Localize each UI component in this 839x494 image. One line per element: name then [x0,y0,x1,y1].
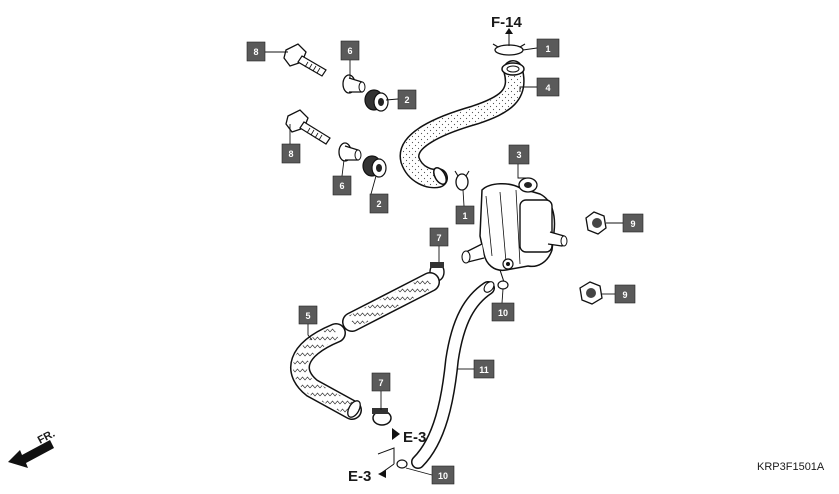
clip-1-pump [454,170,470,191]
hose-11 [411,281,495,469]
svg-text:7: 7 [378,378,383,388]
fuel-pump-3 [461,177,568,287]
svg-text:2: 2 [404,95,409,105]
callout-2-upper: 2 [397,89,417,110]
clip-10-lower [396,459,408,469]
bolt-8-upper [283,43,327,77]
callout-6-upper: 6 [340,40,360,61]
bolt-8-lower [285,109,331,145]
leader-lines [265,47,623,476]
svg-text:8: 8 [288,149,293,159]
svg-text:7: 7 [436,233,441,243]
ref-e3-left: E-3 [348,468,371,485]
callout-1-top: 1 [536,38,560,58]
callout-9-upper: 9 [622,213,644,233]
callout-7-upper: 7 [429,227,449,247]
grommet-2-upper [364,89,389,112]
svg-text:6: 6 [339,181,344,191]
svg-text:2: 2 [376,199,381,209]
collar-6-lower [338,142,362,162]
front-label: FR. [36,428,57,447]
callout-8-lower: 8 [281,143,301,164]
svg-text:10: 10 [498,308,508,318]
svg-text:8: 8 [253,47,258,57]
hose-5 [290,272,440,420]
svg-text:1: 1 [545,44,550,54]
hose-4 [399,60,525,189]
grommet-2-lower [362,155,387,178]
svg-text:6: 6 [347,46,352,56]
clamp-7-lower [372,408,392,426]
callout-7-lower: 7 [371,372,391,392]
callout-6-lower: 6 [332,175,352,196]
svg-text:1: 1 [462,211,467,221]
callout-5: 5 [298,305,318,325]
collar-6-upper [342,74,366,94]
svg-text:10: 10 [438,471,448,481]
svg-text:9: 9 [630,219,635,229]
callout-1-pump: 1 [455,205,475,225]
callout-11: 11 [473,359,495,379]
callout-2-lower: 2 [369,193,389,214]
svg-text:5: 5 [305,311,310,321]
callout-9-lower: 9 [614,284,636,304]
ref-e3-right: E-3 [403,429,426,446]
callout-10-lower: 10 [431,465,455,485]
drawing-code: KRP3F1501A [757,461,825,473]
callout-8-upper: 8 [246,41,266,62]
e3-arrows [377,428,400,478]
callout-3: 3 [508,144,530,165]
svg-text:4: 4 [545,83,550,93]
svg-text:11: 11 [479,365,489,375]
clip-1-top [492,28,526,56]
svg-text:3: 3 [516,150,521,160]
nut-9-upper [585,211,607,235]
svg-text:9: 9 [622,290,627,300]
clip-10-upper [497,280,509,290]
callout-4: 4 [536,77,560,97]
nut-9-lower [579,281,603,305]
front-arrow-icon [8,440,54,468]
callout-10-upper: 10 [491,302,515,322]
ref-f14: F-14 [491,14,523,31]
